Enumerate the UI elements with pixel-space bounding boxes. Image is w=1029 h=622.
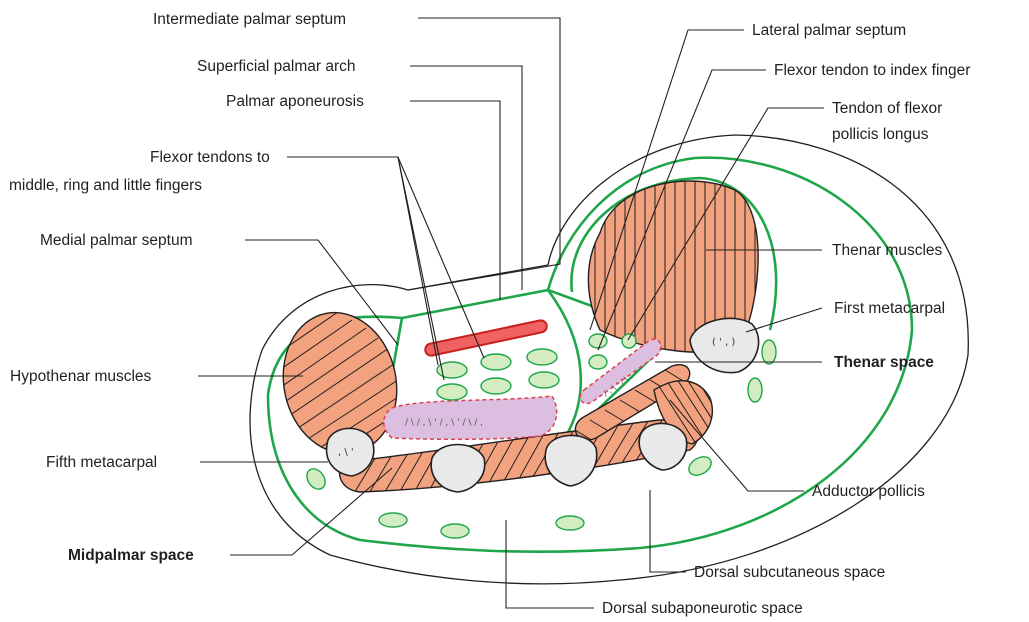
label-tendon-fpl-line1: Tendon of flexor [832, 100, 942, 117]
metacarpal-2 [639, 423, 686, 470]
label-thenar-space: Thenar space [834, 354, 934, 371]
superficial-palmar-arch [424, 319, 548, 357]
label-thenar-muscles: Thenar muscles [832, 242, 943, 259]
fifth-metacarpal-bone: , \ ' [327, 428, 374, 476]
first-metacarpal-bone: ( ' , ) [690, 318, 759, 372]
label-adductor-pollicis: Adductor pollicis [812, 483, 925, 500]
svg-text:/ \ / , \ ' / , \ ' / \ / ,: / \ / , \ ' / , \ ' / \ / , [405, 418, 483, 428]
label-flexor-tendons-line1: Flexor tendons to [150, 149, 270, 166]
label-lateral-palmar-septum: Lateral palmar septum [752, 22, 906, 39]
svg-text:( ' , ): ( ' , ) [712, 337, 735, 348]
label-dorsal-subaponeurotic-space: Dorsal subaponeurotic space [602, 600, 803, 617]
label-intermediate-palmar-septum: Intermediate palmar septum [153, 11, 346, 28]
label-midpalmar-space: Midpalmar space [68, 547, 194, 564]
label-hypothenar-muscles: Hypothenar muscles [10, 368, 152, 385]
label-medial-palmar-septum: Medial palmar septum [40, 232, 192, 249]
label-flexor-tendons-line2: middle, ring and little fingers [9, 177, 202, 194]
svg-text:, \ ': , \ ' [338, 447, 354, 458]
label-tendon-fpl-line2: pollicis longus [832, 126, 929, 143]
label-fifth-metacarpal: Fifth metacarpal [46, 454, 157, 471]
label-palmar-aponeurosis: Palmar aponeurosis [226, 93, 364, 110]
label-dorsal-subcutaneous-space: Dorsal subcutaneous space [694, 564, 885, 581]
label-first-metacarpal: First metacarpal [834, 300, 945, 317]
label-superficial-palmar-arch: Superficial palmar arch [197, 58, 356, 75]
metacarpal-3 [545, 435, 596, 486]
midpalmar-space: / \ / , \ ' / , \ ' / \ / , [384, 396, 557, 439]
flexor-tendons-group [437, 349, 559, 400]
label-flexor-tendon-index: Flexor tendon to index finger [774, 62, 970, 79]
